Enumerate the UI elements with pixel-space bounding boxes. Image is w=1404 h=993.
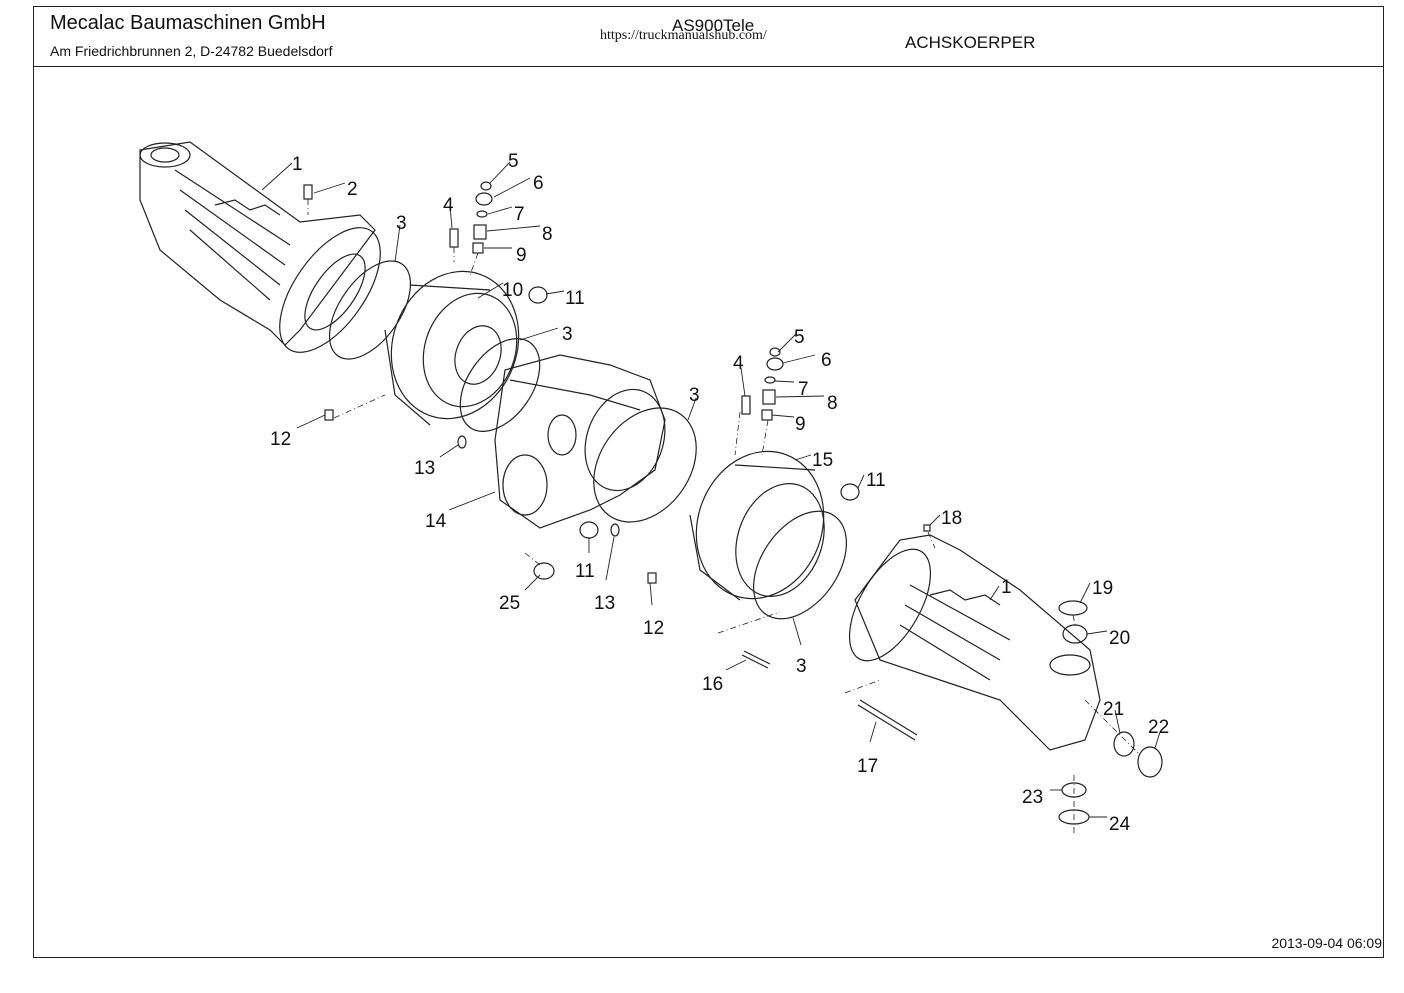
model-name: AS900Tele [672, 16, 755, 35]
callout-12: 12 [643, 618, 664, 639]
callout-1: 1 [292, 154, 303, 175]
o-ring-13b [610, 523, 620, 537]
callout-12: 12 [270, 429, 291, 450]
bolt-16 [741, 650, 771, 669]
left-axle-housing [139, 141, 381, 353]
callout-10: 10 [502, 280, 523, 301]
callout-7: 7 [798, 379, 809, 400]
callout-3: 3 [796, 656, 807, 677]
callout-20: 20 [1109, 628, 1130, 649]
nipple-18 [923, 524, 931, 532]
center-differential-housing [494, 354, 666, 529]
o-ring-7a [476, 210, 488, 218]
callout-5: 5 [794, 327, 805, 348]
breather-2 [303, 184, 313, 200]
company-address: Am Friedrichbrunnen 2, D-24782 Buedelsdo… [50, 43, 333, 59]
callout-9: 9 [516, 245, 527, 266]
drawing-sheet-border [33, 6, 1384, 958]
o-ring-3d [752, 510, 848, 620]
bearing-22 [1137, 746, 1163, 778]
callout-23: 23 [1022, 787, 1043, 808]
callout-3: 3 [396, 213, 407, 234]
sleeve-9a [472, 242, 484, 254]
sleeve-9b [761, 409, 773, 421]
watermark-url: https://truckmanualshub.com/ [600, 28, 767, 43]
plug-6b [766, 357, 784, 371]
callout-21: 21 [1103, 699, 1124, 720]
callout-7: 7 [514, 204, 525, 225]
callout-8: 8 [542, 224, 553, 245]
callout-3: 3 [689, 385, 700, 406]
breather-4a [449, 228, 459, 248]
callout-17: 17 [857, 756, 878, 777]
seal-20 [1062, 624, 1088, 644]
plug-11b [840, 483, 860, 501]
callout-11: 11 [575, 561, 595, 582]
callout-24: 24 [1109, 814, 1131, 835]
plug-5a [480, 181, 492, 191]
callout-2: 2 [347, 179, 358, 200]
callout-19: 19 [1092, 578, 1113, 599]
callout-6: 6 [821, 350, 832, 371]
callout-6: 6 [533, 173, 544, 194]
plug-11a [528, 286, 548, 304]
callout-1: 1 [1001, 577, 1012, 598]
callout-13: 13 [594, 593, 615, 614]
print-timestamp: 2013-09-04 06:09 [1271, 935, 1382, 951]
callout-8: 8 [827, 393, 838, 414]
adapter-8a [473, 224, 487, 240]
bushing-21 [1113, 731, 1135, 757]
callout-4: 4 [733, 353, 744, 374]
small-parts [303, 181, 1163, 825]
callout-22: 22 [1148, 717, 1169, 738]
leader-lines [261, 161, 1161, 818]
right-planet-carrier [689, 450, 825, 601]
callout-5: 5 [508, 151, 519, 172]
header-divider [33, 66, 1384, 67]
company-name: Mecalac Baumaschinen GmbH [50, 12, 326, 34]
screw-12a [324, 409, 334, 421]
bolt-17 [857, 699, 918, 741]
section-title: ACHSKOERPER [905, 33, 1036, 52]
callout-16: 16 [702, 674, 723, 695]
plug-11c [579, 521, 599, 539]
callout-3: 3 [562, 324, 573, 345]
o-ring-7b [764, 376, 776, 384]
center-lines [307, 199, 1141, 835]
callout-9: 9 [795, 414, 806, 435]
callout-11: 11 [866, 470, 886, 491]
callout-25: 25 [499, 593, 520, 614]
cap-25 [533, 562, 555, 580]
o-ring-3a [328, 260, 412, 360]
breather-4b [741, 395, 751, 415]
callout-14: 14 [425, 511, 447, 532]
o-ring-3b [459, 338, 541, 432]
callout-13: 13 [414, 458, 435, 479]
adapter-8b [762, 389, 776, 405]
o-ring-13a [457, 435, 467, 449]
callout-4: 4 [443, 195, 454, 216]
callout-18: 18 [941, 508, 962, 529]
washer-19 [1058, 600, 1088, 616]
o-ring-3c [593, 407, 697, 523]
plug-5b [769, 347, 781, 357]
callout-15: 15 [812, 450, 833, 471]
screw-12b [647, 572, 657, 584]
callout-11: 11 [565, 288, 585, 309]
right-axle-housing [848, 534, 1101, 751]
plug-6a [475, 192, 493, 206]
